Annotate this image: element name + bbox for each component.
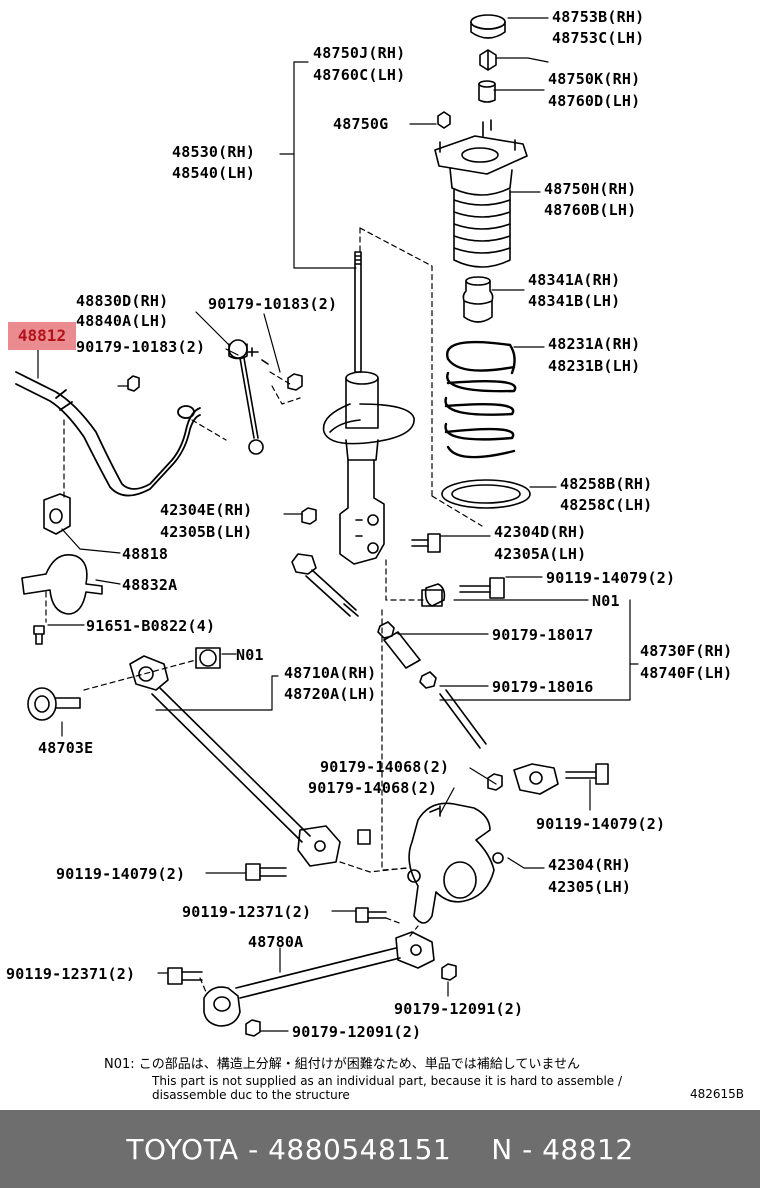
shock-absorber — [322, 251, 415, 565]
part-label: 42304E(RH) — [160, 501, 253, 519]
part-label: 48753B(RH) — [552, 8, 645, 26]
part-label: 90179-14068(2) — [320, 758, 450, 776]
stabilizer-bar — [15, 371, 201, 497]
part-label: 90119-14079(2) — [56, 865, 186, 883]
part-label: 48703E — [38, 739, 94, 757]
spring-lower-insulator — [441, 479, 531, 509]
part-label: 90179-18017 — [492, 626, 594, 644]
part-label: 90179-12091(2) — [394, 1000, 524, 1018]
part-label: 48818 — [122, 545, 169, 563]
part-label: 42305(LH) — [548, 878, 632, 896]
part-label: 90119-14079(2) — [536, 815, 666, 833]
bound-stopper — [462, 276, 494, 323]
part-label: N01 — [592, 592, 620, 610]
strut-collar — [478, 80, 496, 103]
strut-rod — [203, 931, 435, 1027]
part-label: 90119-12371(2) — [6, 965, 136, 983]
part-label: 48750H(RH) — [544, 180, 637, 198]
part-label: 48710A(RH) — [284, 664, 377, 682]
part-label: 48830D(RH) — [76, 292, 169, 310]
assembly-dashed-lines — [45, 227, 483, 993]
part-label: 90179-10183(2) — [208, 295, 338, 313]
part-label: 48840A(LH) — [76, 312, 169, 330]
strut-support — [434, 119, 528, 196]
coil-spring — [444, 340, 517, 459]
part-label: 90179-10183(2) — [76, 338, 206, 356]
part-label: 90179-12091(2) — [292, 1023, 422, 1041]
part-label: 48231A(RH) — [548, 335, 641, 353]
part-label: 48750J(RH) — [313, 44, 406, 62]
part-label: 48231B(LH) — [548, 357, 641, 375]
bolts-and-nuts — [167, 507, 609, 1037]
part-label: 48750G — [333, 115, 389, 133]
part-label: 48341A(RH) — [528, 271, 621, 289]
part-label: 42305B(LH) — [160, 523, 253, 541]
part-label: 48530(RH) — [172, 143, 256, 161]
part-label: N01 — [236, 646, 264, 664]
n01-bushing-left — [195, 647, 221, 669]
part-label: 42305A(LH) — [494, 545, 587, 563]
part-label: 48720A(LH) — [284, 685, 377, 703]
strut-nut — [479, 49, 497, 71]
part-label: 48540(LH) — [172, 164, 256, 182]
note-english-line1: This part is not supplied as an individu… — [152, 1074, 623, 1088]
rear-axle-carrier — [407, 802, 504, 924]
footer-part-number: TOYOTA - 4880548151 — [126, 1132, 452, 1166]
part-label: 48341B(LH) — [528, 292, 621, 310]
note-english-line2: disassemble duc to the structure — [152, 1088, 350, 1102]
diagram-reference-code: 482615B — [690, 1087, 745, 1101]
part-label: 48753C(LH) — [552, 29, 645, 47]
stabilizer-bushing — [43, 493, 71, 535]
part-label: 48740F(LH) — [640, 664, 733, 682]
part-label: 42304D(RH) — [494, 523, 587, 541]
highlighted-part-number: 48812 — [8, 322, 76, 350]
footer-position-code: N - 48812 — [491, 1132, 634, 1166]
part-label: 48780A — [248, 933, 304, 951]
strut-top-cap — [470, 14, 506, 39]
part-label: 48258B(RH) — [560, 475, 653, 493]
note-japanese: N01: この部品は、構造上分解・組付けが困難なため、単品では補給していません — [104, 1057, 580, 1072]
part-label: 42304(RH) — [548, 856, 632, 874]
part-label: 90119-12371(2) — [182, 903, 312, 921]
bellows-dust-boot — [453, 189, 511, 268]
part-label: 90179-14068(2) — [308, 779, 438, 797]
part-label: 90179-18016 — [492, 678, 594, 696]
leader-lines — [37, 17, 639, 1032]
link-nuts — [127, 373, 303, 392]
n01-bushing-top — [421, 589, 443, 607]
suspension-parts-diagram — [15, 14, 639, 1037]
part-label: 48760C(LH) — [313, 66, 406, 84]
part-label: 48258C(LH) — [560, 496, 653, 514]
lateral-arm — [129, 655, 341, 867]
no1-arm-assembly — [291, 553, 559, 795]
part-label: 48760D(LH) — [548, 92, 641, 110]
part-label: 48730F(RH) — [640, 642, 733, 660]
stabilizer-bracket — [21, 554, 103, 615]
part-label: 48832A — [122, 576, 178, 594]
footer-bar: TOYOTA - 4880548151 N - 48812 — [0, 1110, 760, 1188]
arm-bolt-right — [459, 577, 505, 599]
part-label: 48750K(RH) — [548, 70, 641, 88]
stabilizer-link — [228, 339, 269, 455]
bracket-bolt — [33, 625, 45, 645]
arm-bushing-48703e — [27, 687, 81, 721]
part-label: 90119-14079(2) — [546, 569, 676, 587]
mount-nut — [437, 111, 451, 129]
part-label: 91651-B0822(4) — [86, 617, 216, 635]
part-label: 48760B(LH) — [544, 201, 637, 219]
